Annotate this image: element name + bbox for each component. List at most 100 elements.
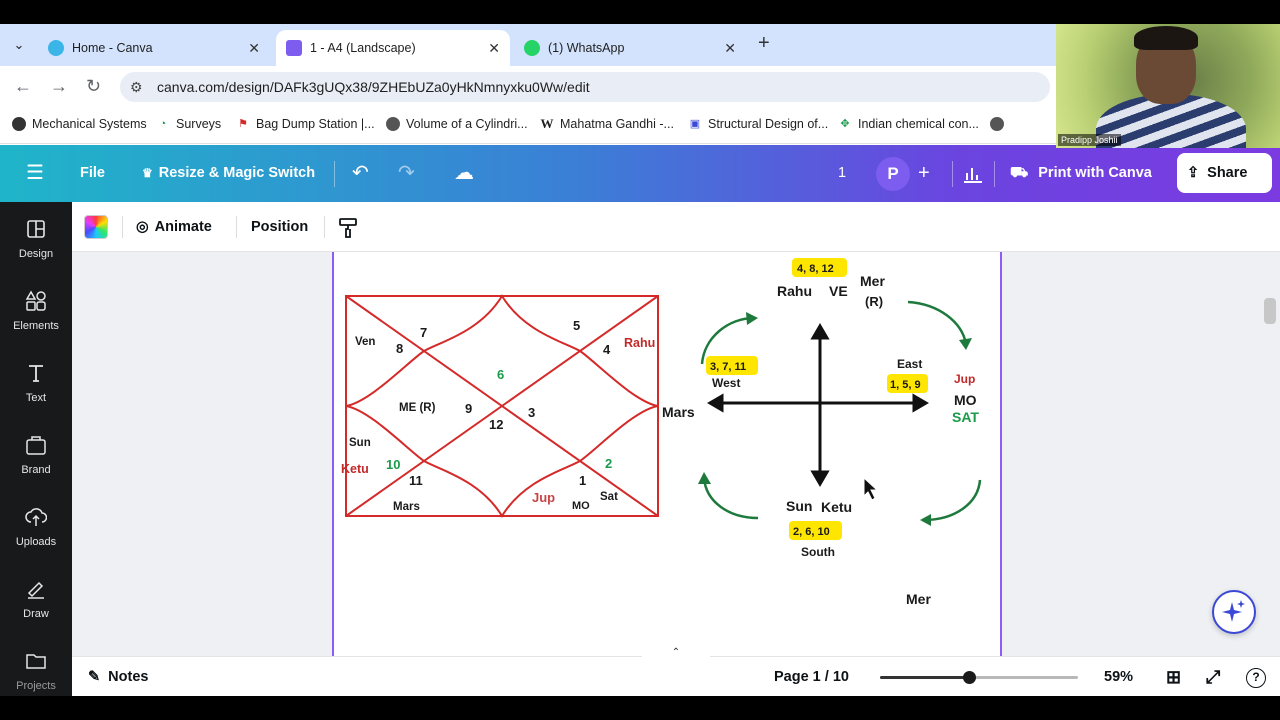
bookmark-label: Mechanical Systems — [32, 117, 147, 131]
paint-format-icon[interactable] — [338, 202, 358, 252]
share-button[interactable]: ⇪Share — [1177, 153, 1272, 193]
sidebar-item-label: Elements — [13, 320, 59, 332]
notes-button[interactable]: ✎ Notes — [88, 657, 148, 696]
redo-icon[interactable]: ↷ — [398, 162, 415, 184]
brand-icon — [26, 436, 46, 455]
bookmark-label: Structural Design of... — [708, 117, 829, 131]
tab-home-canva[interactable]: Home - Canva ✕ — [38, 30, 270, 66]
planet-label: Ven — [355, 336, 375, 348]
fullscreen-icon[interactable]: ⤢ — [1206, 667, 1221, 687]
collapse-pages-chevron-icon[interactable]: ⌃ — [642, 647, 710, 659]
bookmark-mechanical-systems[interactable]: Mechanical Systems — [12, 117, 147, 131]
cloud-saved-icon[interactable]: ☁ — [454, 162, 474, 184]
sidebar-item-design[interactable]: Design — [0, 202, 72, 274]
close-icon[interactable]: ✕ — [724, 39, 736, 56]
bookmark-mahatma-gandhi[interactable]: W Mahatma Gandhi -... — [540, 116, 674, 132]
globe-icon — [386, 117, 400, 131]
position-button[interactable]: Position — [251, 219, 309, 235]
bookmark-globe[interactable] — [990, 117, 1010, 131]
divider — [122, 216, 123, 238]
bookmark-label: Indian chemical con... — [858, 117, 979, 131]
site-settings-icon[interactable]: ⚙ — [130, 79, 143, 95]
bookmark-indian-chemical[interactable]: ✥ Indian chemical con... — [838, 117, 979, 131]
grid-view-icon[interactable]: ⊞ — [1166, 667, 1182, 687]
wikipedia-icon: W — [540, 116, 554, 131]
animate-button[interactable]: ◎Animate — [136, 202, 212, 252]
truck-icon: ⛟ — [1010, 165, 1029, 181]
url-text: canva.com/design/DAFk3gUQx38/9ZHEbUZa0yH… — [157, 79, 590, 95]
whatsapp-icon — [524, 40, 540, 56]
image-icon: ▣ — [689, 118, 701, 130]
sidebar-item-text[interactable]: Text — [0, 346, 72, 418]
file-menu[interactable]: File — [80, 165, 105, 181]
forward-icon[interactable]: → — [50, 76, 68, 96]
divider — [236, 216, 237, 238]
zoom-slider[interactable] — [880, 671, 1078, 684]
sidebar-item-elements[interactable]: Elements — [0, 274, 72, 346]
bookmark-bag-dump[interactable]: ⚑ Bag Dump Station |... — [236, 117, 375, 131]
new-tab-icon[interactable]: + — [758, 32, 770, 54]
address-bar[interactable]: ⚙ canva.com/design/DAFk3gUQx38/9ZHEbUZa0… — [120, 72, 1050, 102]
divider — [324, 216, 325, 238]
animate-label: Animate — [154, 219, 212, 235]
sidebar-item-uploads[interactable]: Uploads — [0, 490, 72, 562]
planet-label: Jup — [532, 490, 555, 505]
color-picker-swatch[interactable] — [84, 215, 108, 239]
house-number: 5 — [573, 318, 580, 333]
help-button[interactable]: ? — [1246, 657, 1266, 696]
zoom-level[interactable]: 59% — [1104, 669, 1134, 685]
design-icon — [27, 220, 45, 238]
badge-north: 4, 8, 12 — [797, 263, 834, 275]
arrow-left-icon — [707, 393, 724, 413]
house-number: 9 — [465, 401, 472, 416]
notes-label: Notes — [108, 669, 149, 685]
zoom-slider-handle[interactable] — [963, 671, 977, 684]
reload-icon[interactable]: ↻ — [86, 76, 102, 96]
curved-arrow-southeast — [923, 479, 982, 522]
house-number: 4 — [603, 342, 611, 357]
tab-a4-landscape[interactable]: 1 - A4 (Landscape) ✕ — [276, 30, 510, 66]
back-icon[interactable]: ← — [14, 76, 32, 96]
menu-icon[interactable]: ☰ — [26, 162, 44, 184]
bookmark-label: Mahatma Gandhi -... — [560, 117, 674, 131]
molecule-icon: ✥ — [840, 118, 850, 130]
undo-icon[interactable]: ↶ — [352, 162, 369, 184]
bookmark-surveys[interactable]: ◔ Surveys — [156, 117, 221, 131]
mouse-cursor-icon — [863, 476, 879, 501]
badge-south-bg — [789, 521, 842, 540]
sidebar-item-projects[interactable]: Projects — [0, 634, 72, 696]
bookmark-volume-cylinder[interactable]: Volume of a Cylindri... — [386, 117, 528, 131]
vertical-scrollbar[interactable] — [1264, 298, 1276, 324]
tab-whatsapp[interactable]: (1) WhatsApp ✕ — [514, 30, 746, 66]
close-icon[interactable]: ✕ — [488, 39, 500, 56]
print-label: Print with Canva — [1038, 165, 1152, 181]
planet-label: MO — [572, 500, 590, 512]
object-toolbar: ◎Animate Position — [72, 202, 1280, 252]
avatar[interactable]: P — [876, 157, 910, 191]
design-page[interactable]: 7 8 5 4 6 9 3 12 10 11 1 2 Ven Rahu — [332, 252, 1002, 656]
sidebar-item-label: Design — [18, 248, 54, 260]
add-collaborator-icon[interactable]: + — [918, 162, 930, 184]
screen: ⌄ Home - Canva ✕ 1 - A4 (Landscape) ✕ (1… — [0, 24, 1280, 696]
uploads-icon — [25, 508, 47, 526]
planet-label: SAT — [952, 409, 979, 425]
kundli-chart — [345, 294, 659, 518]
planet-label: ME (R) — [399, 402, 436, 414]
print-with-canva-button[interactable]: ⛟ Print with Canva — [1010, 145, 1152, 202]
bookmark-structural-design[interactable]: ▣ Structural Design of... — [688, 117, 828, 131]
resize-magic-switch-button[interactable]: ♛Resize & Magic Switch — [142, 145, 315, 202]
kundli-diagonal-2 — [345, 295, 659, 517]
bookmark-label: Volume of a Cylindri... — [406, 117, 528, 131]
sidebar-item-label: Draw — [23, 608, 49, 620]
canva-doc-icon — [286, 40, 302, 56]
editor-sidebar: Design Elements Text Brand Uploads Draw … — [0, 202, 72, 696]
sidebar-item-brand[interactable]: Brand — [0, 418, 72, 490]
insights-icon[interactable] — [962, 145, 984, 202]
magic-assistant-button[interactable] — [1212, 590, 1256, 634]
tab-search-chevron-icon[interactable]: ⌄ — [13, 37, 25, 52]
close-icon[interactable]: ✕ — [248, 39, 260, 56]
notes-icon: ✎ — [88, 669, 101, 685]
page-indicator[interactable]: Page 1 / 10 — [774, 669, 849, 685]
sidebar-item-draw[interactable]: Draw — [0, 562, 72, 634]
direction-label-west: West — [712, 376, 740, 390]
